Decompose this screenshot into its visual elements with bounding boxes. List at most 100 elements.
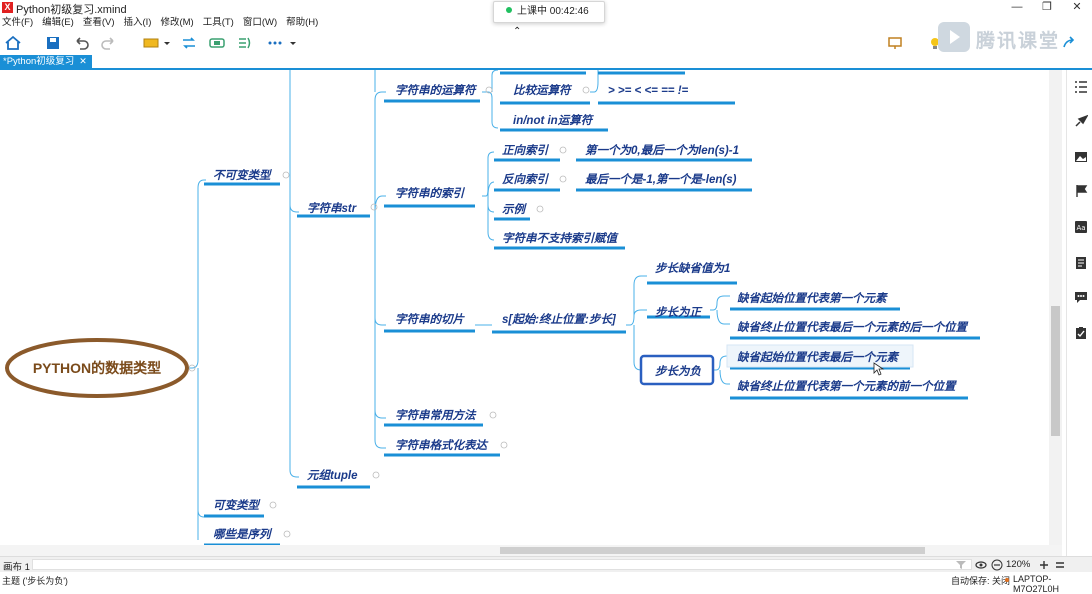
topic-pos-start: 缺省起始位置代表第一个元素 [737,291,888,305]
marker-flag-icon[interactable] [1074,184,1088,198]
comment-icon[interactable] [1074,290,1088,304]
chevron-down-icon[interactable] [162,35,172,51]
menu-modify[interactable]: 修改(M) [160,17,194,28]
close-icon[interactable]: ✕ [79,56,87,66]
branch-line [197,368,206,518]
idea-bulb-icon[interactable] [926,35,944,51]
menu-edit[interactable]: 编辑(E) [42,17,74,28]
mindmap-canvas[interactable]: PYTHON的数据类型 不可变类型 字符串str 元组tuple 可变类型 哪些… [0,70,1062,545]
svg-text:Aa: Aa [1076,224,1085,232]
branch-line [633,325,642,371]
fit-icon[interactable] [1054,559,1066,571]
tencent-classroom-logo-icon [938,22,970,52]
right-sidebar: Aa [1066,70,1092,556]
zoom-level[interactable]: 120% [1006,559,1031,570]
branch-line [374,195,386,213]
topic-rev-desc: 最后一个是-1,第一个是-len(s) [585,173,737,186]
boundary-icon[interactable] [208,35,226,51]
home-icon[interactable] [4,35,22,51]
more-icon[interactable] [266,35,284,51]
menu-help[interactable]: 帮助(H) [286,17,319,28]
topic-in-ops: in/not in运算符 [513,114,595,127]
topic-neg-start: 缺省起始位置代表最后一个元素 [737,350,899,364]
sheet-label[interactable]: 画布 1 [3,562,30,573]
toolbar [0,31,1092,55]
tab-python-review[interactable]: *Python初级复习 ✕ [0,55,92,68]
horizontal-scroll-thumb[interactable] [500,547,925,554]
topic-slice-syntax: s[起始:终止位置:步长] [502,312,617,326]
topic-fwd-desc: 第一个为0,最后一个为len(s)-1 [585,144,739,157]
menu-file[interactable]: 文件(F) [2,17,34,28]
recording-dot-icon [506,7,512,13]
autosave-status[interactable]: 自动保存: 关闭 [951,576,1011,586]
menu-window[interactable]: 窗口(W) [242,17,278,28]
menu-tools[interactable]: 工具(T) [202,17,234,28]
watermark-text: 腾讯课堂 [976,31,1061,52]
share-icon[interactable] [1060,35,1078,51]
menu-insert[interactable]: 插入(I) [123,17,152,28]
branch-line [716,309,730,325]
topic-str-index: 字符串的索引 [395,186,465,200]
branch-line [187,179,206,369]
topic-tuple: 元组tuple [307,469,358,482]
branch-line [482,151,495,197]
topic-rev-index: 反向索引 [502,173,549,186]
topic-step-default: 步长缺省值为1 [655,262,730,275]
chevron-up-icon[interactable]: ⌃ [513,26,522,37]
topic-no-assign: 字符串不支持索引赋值 [502,231,619,245]
topic-neg-end: 缺省终止位置代表第一个元素的前一个位置 [737,379,957,393]
info-bar: 主题 ('步长为负') 自动保存: 关闭 LAPTOP-M7O27L0H [0,572,1092,594]
topic-str-ops: 字符串的运算符 [395,83,478,97]
horizontal-scrollbar[interactable] [0,545,1062,556]
topic-sequences: 哪些是序列 [213,527,273,541]
watermark: 腾讯课堂 [938,22,1088,54]
minimize-button[interactable]: — [1011,1,1023,13]
branch-line [374,212,386,449]
outline-icon[interactable] [1074,80,1088,94]
maximize-button[interactable]: ❐ [1042,1,1052,13]
vertical-scrollbar[interactable] [1049,70,1062,545]
undo-icon[interactable] [72,35,90,51]
eye-icon[interactable] [975,559,987,571]
sheet-tab-area [32,559,972,570]
close-window-button[interactable]: ✕ [1072,1,1082,13]
topic-icon[interactable] [142,35,160,51]
branch-line [374,212,386,326]
branch-line [289,180,299,213]
summary-icon[interactable] [236,35,254,51]
branch-line [374,91,386,212]
connection-dot-icon [1005,578,1009,582]
topic-str-methods: 字符串常用方法 [395,408,477,422]
topic-example: 示例 [502,203,527,216]
branch-line [482,91,499,129]
branch-line [626,275,647,326]
save-icon[interactable] [44,35,62,51]
menu-view[interactable]: 查看(V) [82,17,115,28]
topic-compare-list: > >= < <= == != [608,85,689,97]
status-bar: 画布 1 120% [0,556,1092,573]
branch-line [590,70,599,93]
hover-highlight [726,344,914,368]
branch-line [487,196,495,213]
mouse-cursor-icon [873,362,885,376]
branch-line [719,369,730,385]
relationship-icon[interactable] [180,35,198,51]
notes-icon[interactable] [1074,256,1088,270]
redo-icon[interactable] [100,35,118,51]
format-brush-icon[interactable] [1074,114,1089,128]
tab-label: *Python初级复习 [3,56,75,67]
filter-icon[interactable] [955,559,967,571]
window-title: Python初级复习.xmind [16,4,127,16]
zoom-in-icon[interactable] [1038,559,1050,571]
chevron-down-icon[interactable] [288,35,298,51]
task-clipboard-icon[interactable] [1074,326,1088,340]
font-icon[interactable]: Aa [1074,220,1088,234]
topic-str: 字符串str [307,201,357,215]
vertical-scroll-thumb[interactable] [1051,306,1060,436]
presentation-icon[interactable] [886,35,904,51]
tab-bar: *Python初级复习 ✕ [0,55,1092,70]
zoom-out-icon[interactable] [991,559,1003,571]
class-timer[interactable]: 上课中 00:42:46 ⌃ [493,1,605,37]
image-icon[interactable] [1074,150,1088,164]
branch-line [633,309,647,317]
